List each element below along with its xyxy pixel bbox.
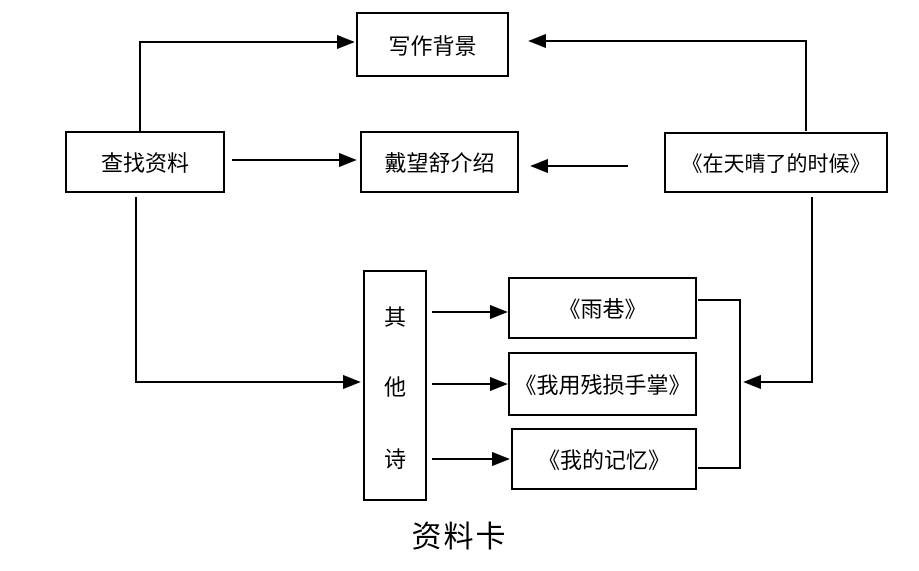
node-other-poems: 其 他 诗 xyxy=(363,270,427,501)
node-dai-intro: 戴望舒介绍 xyxy=(360,131,519,193)
arrow-poem-to-background xyxy=(528,33,807,131)
diagram-caption: 资料卡 xyxy=(411,520,508,555)
poems-bracket xyxy=(698,299,741,469)
other-poems-char-1: 其 xyxy=(383,306,406,331)
node-poem-main: 《在天晴了的时候》 xyxy=(664,132,888,193)
other-poems-char-2: 他 xyxy=(383,376,406,401)
node-search: 查找资料 xyxy=(65,131,225,193)
arrow-search-to-others xyxy=(135,197,361,390)
arrow-poem-to-poems xyxy=(743,197,813,390)
other-poems-char-3: 诗 xyxy=(383,448,406,473)
node-wo-yong: 《我用残损手掌》 xyxy=(508,352,697,416)
node-background: 写作背景 xyxy=(356,12,509,77)
node-wo-de-jiyi: 《我的记忆》 xyxy=(511,428,697,490)
arrow-search-to-background xyxy=(139,34,355,131)
node-yuxiang: 《雨巷》 xyxy=(508,277,697,339)
